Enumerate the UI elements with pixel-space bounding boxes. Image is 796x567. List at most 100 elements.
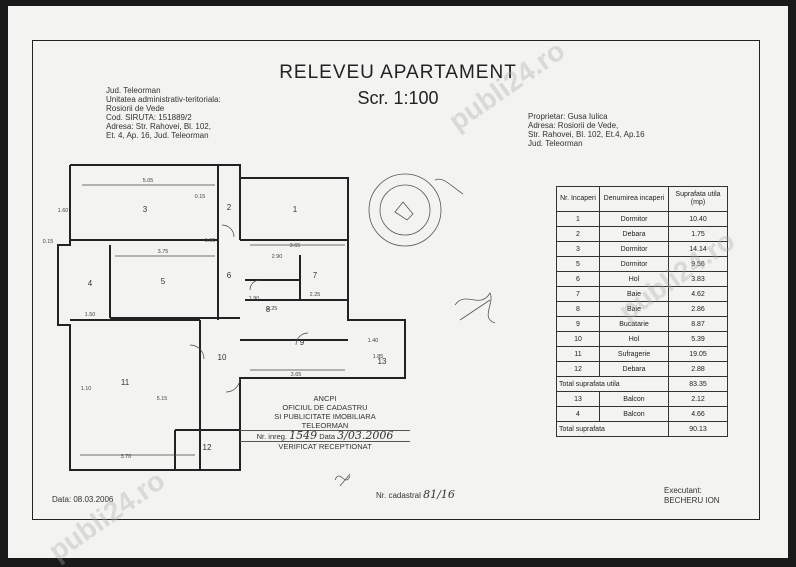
- cell-area: 10.40: [668, 211, 728, 227]
- location-line: Rosiorii de Vede: [106, 104, 165, 113]
- owner-line: Str. Rahovei, Bl. 102, Et.4, Ap.16: [528, 130, 645, 139]
- room-label: 2: [227, 203, 232, 212]
- cell-no: 6: [556, 271, 600, 287]
- dimension-label: 5.15: [157, 396, 168, 402]
- stamp-reg-date: 3/03.2006: [337, 429, 394, 442]
- cell-area: 19.05: [668, 346, 728, 362]
- room-label: 3: [143, 205, 148, 214]
- room-label: 9: [300, 338, 305, 347]
- stamp-agency: ANCPI: [313, 394, 337, 403]
- owner-line: Adresa: Rosiorii de Vede,: [528, 121, 619, 130]
- stamp-verified: VERIFICAT RECEPTIONAT: [240, 441, 410, 451]
- dimension-label: 1.85: [373, 354, 384, 360]
- dimension-label: 1.90: [249, 296, 260, 302]
- cell-name: Debara: [599, 226, 669, 242]
- cell-area: 8.87: [668, 316, 728, 332]
- cell-area: 2.86: [668, 301, 728, 317]
- stamp-registration: Nr. inreg. 1549 Data 3/03.2006: [240, 430, 410, 441]
- owner-info: Proprietar: Gusa Iulica Adresa: Rosiorii…: [528, 112, 678, 148]
- location-line: Cod. SIRUTA: 151889/2: [106, 113, 192, 122]
- dimension-label: 2.25: [267, 306, 278, 312]
- dimension-label: 1.60: [58, 208, 69, 214]
- cell-no: 13: [556, 391, 600, 407]
- total-util-value: 83.35: [668, 376, 728, 392]
- cell-no: 3: [556, 241, 600, 257]
- cell-name: Dormitor: [599, 211, 669, 227]
- cell-name: Hol: [599, 331, 669, 347]
- cell-name: Sufragerie: [599, 346, 669, 362]
- total-util-label: Total suprafata utila: [556, 376, 669, 392]
- cell-no: 10: [556, 331, 600, 347]
- stamp-date-label: Data: [319, 432, 336, 441]
- cell-area: 5.39: [668, 331, 728, 347]
- executant-label: Executant:: [664, 486, 702, 495]
- room-label: 11: [121, 378, 130, 387]
- cadastral-number: Nr. cadastral 81/16: [376, 488, 455, 501]
- stamp-reg-no: 1549: [289, 429, 318, 442]
- room-label: 12: [203, 443, 212, 452]
- cell-area: 2.88: [668, 361, 728, 377]
- cell-no: 4: [556, 406, 600, 422]
- cell-name: Debara: [599, 361, 669, 377]
- location-line: Jud. Teleorman: [106, 86, 161, 95]
- owner-line: Proprietar: Gusa Iulica: [528, 112, 608, 121]
- table-header-row: Nr. Incaperi Denumirea incaperi Suprafat…: [556, 186, 728, 212]
- dimension-label: 3.65: [291, 372, 302, 378]
- room-label: 8: [266, 305, 271, 314]
- cell-no: 2: [556, 226, 600, 242]
- executant-block: Executant: BECHERU ION: [664, 486, 720, 506]
- total-value: 90.13: [668, 421, 728, 437]
- cadastre-stamp: ANCPI OFICIUL DE CADASTRU SI PUBLICITATE…: [240, 394, 410, 451]
- room-label: 4: [88, 279, 93, 288]
- cell-name: Balcon: [599, 391, 669, 407]
- dimension-label: 1.90: [205, 238, 216, 244]
- document-title: RELEVEU APARTAMENT: [279, 62, 517, 83]
- cell-area: 2.12: [668, 391, 728, 407]
- cell-name: Balcon: [599, 406, 669, 422]
- location-line: Unitatea administrativ-teritoriala:: [106, 95, 221, 104]
- round-seal: [368, 173, 442, 247]
- location-line: Et. 4, Ap. 16, Jud. Teleorman: [106, 131, 209, 140]
- stamp-office-line: SI PUBLICITATE IMOBILIARA: [274, 412, 376, 421]
- col-header: Suprafata utila (mp): [668, 186, 728, 212]
- col-header: Denumirea incaperi: [599, 186, 669, 212]
- room-label: 13: [378, 357, 387, 366]
- owner-line: Jud. Teleorman: [528, 139, 583, 148]
- executant-name: BECHERU ION: [664, 496, 720, 505]
- cell-no: 11: [556, 346, 600, 362]
- stamp-county: TELEORMAN: [301, 421, 349, 430]
- cell-no: 7: [556, 286, 600, 302]
- stamp-office-line: OFICIUL DE CADASTRU: [282, 403, 368, 412]
- room-label: 7: [313, 271, 318, 280]
- document-date: Data: 08.03.2006: [52, 495, 114, 504]
- location-info: Jud. Teleorman Unitatea administrativ-te…: [106, 86, 276, 140]
- dimension-label: 0.15: [195, 194, 206, 200]
- room-label: 1: [293, 205, 298, 214]
- dimension-label: 2.90: [272, 254, 283, 260]
- dimension-label: 3.65: [290, 243, 301, 249]
- cell-area: 4.66: [668, 406, 728, 422]
- cell-no: 12: [556, 361, 600, 377]
- stamp-reg-label: Nr. inreg.: [256, 432, 288, 441]
- cell-no: 9: [556, 316, 600, 332]
- dimension-label: 1.40: [368, 338, 379, 344]
- cell-no: 5: [556, 256, 600, 272]
- cadastral-value: 81/16: [423, 488, 455, 501]
- room-label: 10: [218, 353, 227, 362]
- dimension-label: 1.10: [81, 386, 92, 392]
- dimension-label: 1.50: [85, 312, 96, 318]
- scale-label: Scr. 1:100: [357, 88, 439, 108]
- room-label: 5: [161, 277, 166, 286]
- col-header: Nr. Incaperi: [556, 186, 600, 212]
